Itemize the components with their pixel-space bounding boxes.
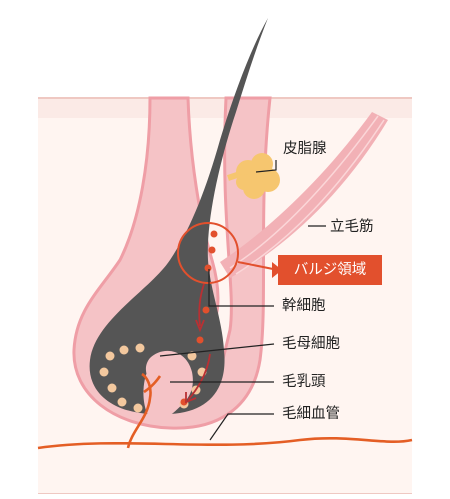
dermal-papilla-shape <box>143 360 189 420</box>
leader-capillary <box>209 413 274 441</box>
arrector-pili-label: 立毛筋 <box>330 219 374 235</box>
hair-shaft <box>89 18 268 414</box>
matrix-cells-label: 毛母細胞 <box>282 336 340 352</box>
bulge-label-box <box>278 255 382 285</box>
migration-arrowhead <box>195 319 205 333</box>
muscle-striation <box>235 119 385 275</box>
migration-arrowhead <box>185 392 197 404</box>
leader-stem <box>208 269 274 307</box>
sebaceous-gland <box>227 153 280 199</box>
leader-matrix <box>159 343 275 357</box>
capillary-vessel <box>37 436 413 450</box>
muscle-striation <box>229 115 379 269</box>
arrector-pili-muscle <box>220 112 388 278</box>
leader-sebaceous <box>255 160 277 173</box>
migration-arrow <box>198 283 205 327</box>
migration-arrow <box>187 353 211 401</box>
bulge-region-circle <box>177 222 239 284</box>
capillary-label: 毛細血管 <box>282 406 340 422</box>
leader-bulge <box>237 261 279 271</box>
capillary-branch <box>143 375 162 394</box>
dermal-papilla-label: 毛乳頭 <box>282 374 326 390</box>
stem-cells-label: 幹細胞 <box>282 298 326 314</box>
bulge-region-label: バルジ領域 <box>293 261 367 278</box>
leader-bulge-arrow <box>272 262 282 278</box>
capillary-branch <box>126 372 152 449</box>
sebaceous-gland-label: 皮脂腺 <box>283 141 327 157</box>
